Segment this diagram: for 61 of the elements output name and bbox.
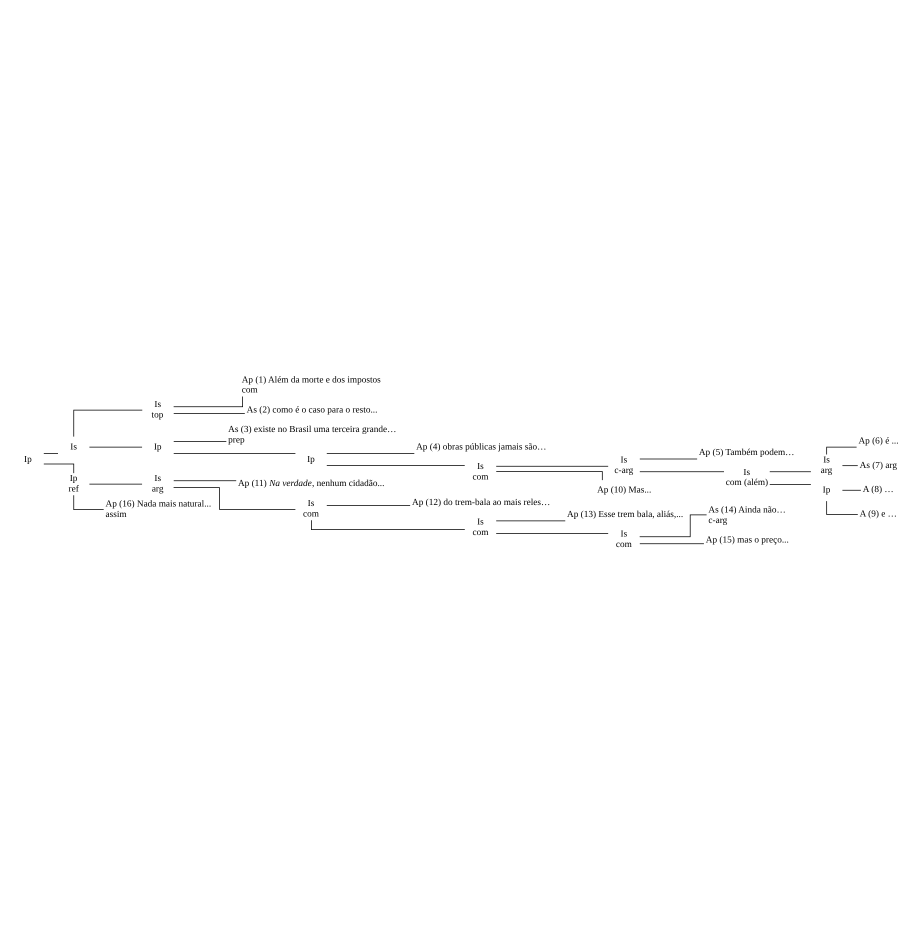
node-text: Is com	[472, 462, 488, 482]
connector	[326, 505, 411, 506]
connector	[826, 446, 857, 455]
node-text: Ip	[822, 486, 830, 496]
connector	[73, 494, 104, 510]
connector	[769, 471, 812, 472]
connector	[496, 533, 609, 534]
node-text: As (14) Ainda não… c-arg	[708, 505, 786, 526]
node-text: Ap (1) Além da morte e dos impostos com	[242, 375, 381, 396]
connector	[173, 413, 246, 414]
node-text: Ap (11) Na verdade, nenhum cidadão...	[238, 478, 384, 489]
node-text: Ap (13) Esse trem bala, aliás,...	[567, 510, 684, 520]
node-text: A (9) e …	[860, 509, 897, 520]
node-text: Is c-arg	[614, 456, 634, 476]
connector	[496, 520, 566, 522]
connector	[769, 484, 812, 485]
connector	[496, 466, 609, 467]
connector	[173, 396, 243, 408]
connector	[639, 471, 724, 472]
node-text: Is arg	[820, 456, 832, 476]
connector	[89, 446, 142, 448]
node-text: A (8) …	[862, 485, 894, 496]
connector	[639, 543, 704, 544]
connector	[173, 487, 296, 510]
connector	[639, 514, 707, 538]
connector	[639, 458, 698, 460]
node-text: Is	[70, 442, 77, 452]
connector	[311, 520, 466, 530]
connector	[826, 500, 858, 515]
node-text: As (7) arg	[860, 460, 897, 471]
node-text: Ip	[24, 455, 32, 466]
node-text: Ap (15) mas o preço...	[706, 535, 789, 546]
node-text: As (2) como é o caso para o resto...	[246, 405, 378, 416]
node-text: Ap (5) Também podem…	[698, 448, 794, 458]
connector	[326, 465, 466, 466]
node-text: Is arg	[152, 474, 164, 495]
node-text: As (3) existe no Brasil uma terceira grande… prep	[228, 425, 396, 446]
connector	[326, 453, 415, 454]
node-text: Is com	[303, 499, 319, 520]
connector	[842, 490, 862, 491]
node-text: Is com (além)	[726, 468, 768, 488]
node-text: Ap (4) obras públicas jamais são…	[416, 442, 546, 452]
node-text: Ip	[307, 455, 315, 466]
connector	[73, 410, 143, 438]
node-text: Ip ref	[68, 474, 79, 495]
connector	[842, 465, 858, 466]
connector	[496, 471, 603, 480]
connector	[173, 480, 237, 482]
connector	[173, 453, 296, 454]
node-text: Ap (16) Nada mais natural... assim	[106, 500, 212, 520]
node-text: Ap (12) do trem-bala ao mais reles…	[412, 498, 550, 508]
connector	[43, 464, 74, 474]
connector	[173, 441, 227, 442]
node-text: Ap (6) é ...	[858, 436, 899, 447]
connector	[43, 453, 58, 454]
node-text: Is top	[152, 400, 164, 421]
node-text: Ip	[154, 442, 162, 452]
node-text: Is com	[616, 530, 632, 550]
node-text: Ap (10) Mas...	[597, 486, 652, 496]
node-text: Is com	[472, 518, 488, 538]
connector	[89, 484, 142, 485]
